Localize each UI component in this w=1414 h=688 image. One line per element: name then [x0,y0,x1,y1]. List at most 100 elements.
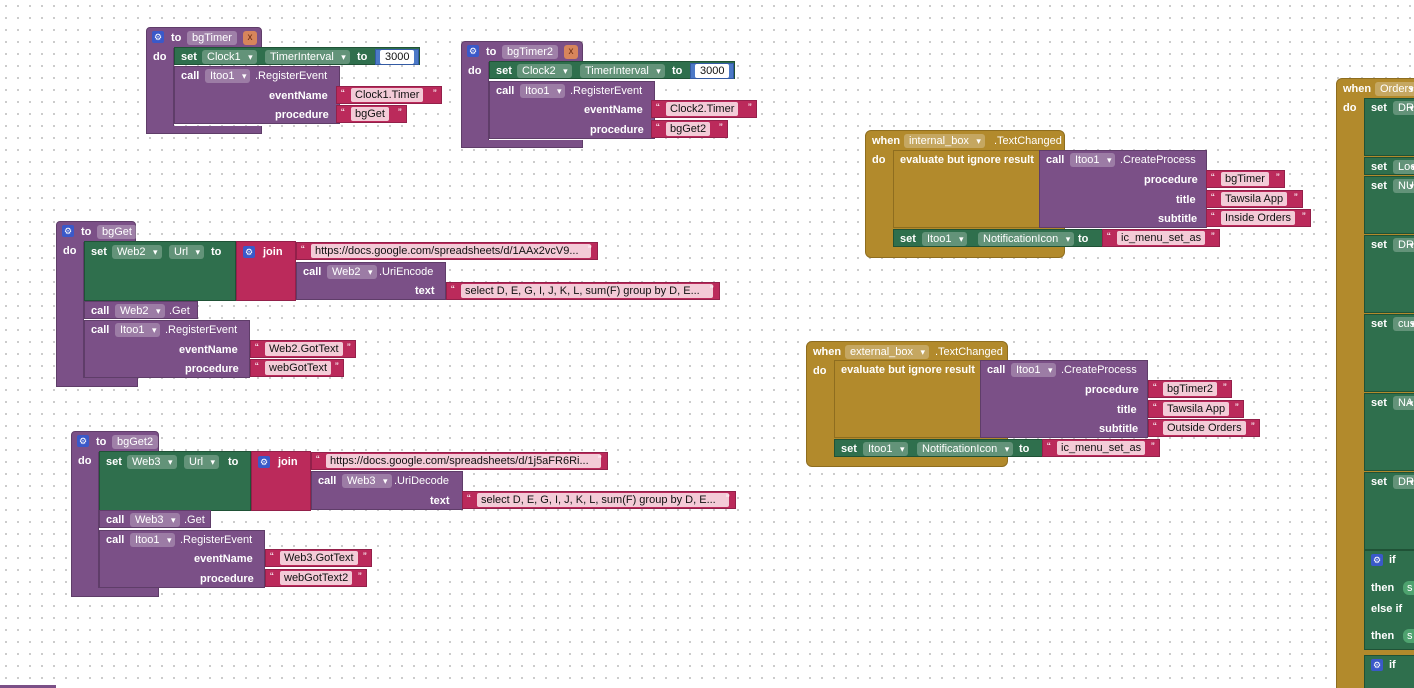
text-block[interactable]: “ ic_menu_set_as ” [1042,439,1160,457]
call-block[interactable]: call Web3 .UriDecode text [311,471,463,510]
set-block[interactable]: set DR [1364,235,1414,313]
component-dropdown[interactable]: NA [1393,396,1414,410]
component-dropdown[interactable]: Web2 [115,304,165,318]
set-block[interactable]: set DR [1364,98,1414,156]
component-dropdown[interactable]: Web3 [127,455,177,469]
mutator-gear-icon[interactable]: ⚙ [1371,554,1383,566]
procedure-name[interactable]: bgGet2 [112,435,159,449]
component-dropdown[interactable]: DR [1393,238,1414,252]
property-dropdown[interactable]: NotificationIcon [917,442,1014,456]
number-value[interactable]: 3000 [380,50,415,64]
mutator-gear-icon[interactable]: ⚙ [243,246,255,258]
component-dropdown[interactable]: Itoo1 [1070,153,1116,167]
procedure-block-bgTimer[interactable]: ⚙ to bgTimer x [146,27,262,49]
text-value[interactable]: webGotText [265,361,332,375]
procedure-block-bgGet2[interactable]: ⚙ to bgGet2 [71,431,159,453]
text-value[interactable]: Inside Orders [1221,211,1296,225]
property-dropdown[interactable]: Url [169,245,205,259]
block-stub[interactable]: s [1403,629,1414,643]
component-dropdown[interactable]: Web2 [327,265,377,279]
set-block[interactable]: set cus [1364,314,1414,392]
component-dropdown[interactable]: Itoo1 [520,84,566,98]
text-value[interactable]: https://docs.google.com/spreadsheets/d/1… [311,244,591,258]
text-block[interactable]: “ https://docs.google.com/spreadsheets/d… [296,242,598,260]
mutator-gear-icon[interactable]: ⚙ [152,31,164,43]
text-block[interactable]: “ bgTimer ” [1206,170,1285,188]
text-block[interactable]: “ Web2.GotText ” [250,340,356,358]
component-dropdown[interactable]: Clock1 [202,50,257,64]
mutator-gear-icon[interactable]: ⚙ [467,45,479,57]
number-block[interactable]: 3000 [375,49,419,65]
component-dropdown[interactable]: Itoo1 [205,69,251,83]
text-value[interactable]: webGotText2 [280,571,353,585]
call-block[interactable]: call Itoo1 .CreateProcess procedure titl… [980,360,1148,438]
text-value[interactable]: Outside Orders [1163,421,1246,435]
text-block[interactable]: “ https://docs.google.com/spreadsheets/d… [311,452,608,470]
number-value[interactable]: 3000 [695,64,730,78]
text-value[interactable]: select D, E, G, I, J, K, L, sum(F) group… [477,493,729,507]
call-get-block[interactable]: call Web3 .Get [99,510,211,528]
number-block[interactable]: 3000 [690,63,734,79]
text-value[interactable]: bgGet [351,107,389,121]
if-block[interactable]: ⚙ if [1364,655,1414,688]
component-dropdown[interactable]: DR [1393,475,1414,489]
text-value[interactable]: Clock1.Timer [351,88,424,102]
component-dropdown[interactable]: Itoo1 [922,232,968,246]
procedure-block-bgTimer2[interactable]: ⚙ to bgTimer2 x [461,41,583,63]
join-block[interactable]: ⚙ join [251,451,311,511]
property-dropdown[interactable]: TimerInterval [265,50,350,64]
block-stub[interactable]: s [1403,581,1414,595]
component-dropdown[interactable]: Web2 [112,245,162,259]
set-block[interactable]: set Clock1 TimerInterval to 3000 [174,47,420,65]
text-value[interactable]: Tawsila App [1163,402,1230,416]
set-block[interactable]: set DR [1364,472,1414,550]
component-dropdown[interactable]: Orders [1375,82,1414,96]
call-block[interactable]: call Itoo1 .RegisterEvent eventName proc… [84,320,250,378]
text-block[interactable]: “ select D, E, G, I, J, K, L, sum(F) gro… [446,282,720,300]
text-value[interactable]: Tawsila App [1221,192,1288,206]
partial-block-edge[interactable] [0,685,56,688]
text-block[interactable]: “ bgGet ” [336,105,407,123]
call-block[interactable]: call Itoo1 .RegisterEvent eventName proc… [99,530,265,588]
text-value[interactable]: ic_menu_set_as [1117,231,1206,245]
component-dropdown[interactable]: Web3 [130,513,180,527]
procedure-block-bgGet[interactable]: ⚙ to bgGet [56,221,137,243]
set-block[interactable]: set Web2 Url to [84,241,236,301]
text-block[interactable]: “ Inside Orders ” [1206,209,1311,227]
text-block[interactable]: “ ic_menu_set_as ” [1102,229,1220,247]
component-dropdown[interactable]: Itoo1 [863,442,909,456]
call-get-block[interactable]: call Web2 .Get [84,301,198,319]
component-dropdown[interactable]: Itoo1 [130,533,176,547]
text-value[interactable]: Clock2.Timer [666,102,739,116]
component-dropdown[interactable]: Itoo1 [115,323,161,337]
mutator-gear-icon[interactable]: ⚙ [62,225,74,237]
text-value[interactable]: bgGet2 [666,122,711,136]
x-param-icon[interactable]: x [243,31,257,45]
set-block[interactable]: set Itoo1 NotificationIcon to [893,229,1103,247]
property-dropdown[interactable]: NotificationIcon [978,232,1075,246]
call-block[interactable]: call Itoo1 .RegisterEvent eventName proc… [174,66,340,124]
component-dropdown[interactable]: Loc [1393,160,1414,174]
call-block[interactable]: call Web2 .UriEncode text [296,262,446,300]
text-block[interactable]: “ bgTimer2 ” [1148,380,1232,398]
text-block[interactable]: “ Web3.GotText ” [265,549,372,567]
component-dropdown[interactable]: Web3 [342,474,392,488]
call-block[interactable]: call Itoo1 .RegisterEvent eventName proc… [489,81,655,139]
text-block[interactable]: “ Clock2.Timer ” [651,100,757,118]
property-dropdown[interactable]: TimerInterval [580,64,665,78]
component-dropdown[interactable]: NU [1393,179,1414,193]
text-value[interactable]: https://docs.google.com/spreadsheets/d/1… [326,454,601,468]
component-dropdown[interactable]: cus [1393,317,1414,331]
evaluate-block[interactable]: evaluate but ignore result [834,360,982,438]
mutator-gear-icon[interactable]: ⚙ [258,456,270,468]
component-dropdown[interactable]: internal_box [904,134,985,148]
property-dropdown[interactable]: Url [184,455,220,469]
procedure-name[interactable]: bgGet [97,225,137,239]
call-block[interactable]: call Itoo1 .CreateProcess procedure titl… [1039,150,1207,228]
mutator-gear-icon[interactable]: ⚙ [1371,659,1383,671]
text-block[interactable]: “ select D, E, G, I, J, K, L, sum(F) gro… [462,491,736,509]
text-value[interactable]: ic_menu_set_as [1057,441,1146,455]
text-block[interactable]: “ webGotText ” [250,359,344,377]
set-block[interactable]: set Web3 Url to [99,451,251,511]
set-block[interactable]: set NU [1364,176,1414,234]
